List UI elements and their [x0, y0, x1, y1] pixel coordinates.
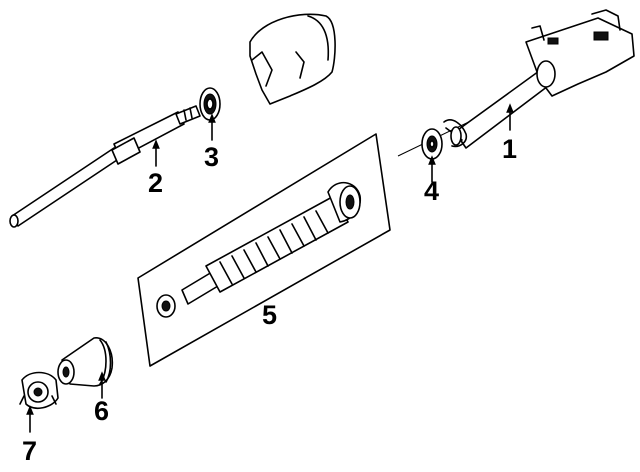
bearing-4 [421, 128, 443, 160]
bearing-3 [199, 87, 221, 121]
steering-shaft [9, 105, 201, 228]
callout-4: 4 [424, 176, 439, 206]
callout-5: 5 [262, 300, 277, 330]
column-cover [249, 13, 336, 105]
steering-column-housing [397, 9, 635, 157]
callout-7: 7 [22, 436, 37, 466]
callout-1: 1 [502, 134, 517, 164]
universal-joint [19, 371, 59, 410]
part-5-frame [137, 133, 391, 367]
callout-2: 2 [148, 168, 163, 198]
boot [57, 337, 114, 387]
callout-3: 3 [204, 142, 219, 172]
intermediate-shaft [156, 181, 362, 318]
callout-6: 6 [94, 396, 109, 426]
